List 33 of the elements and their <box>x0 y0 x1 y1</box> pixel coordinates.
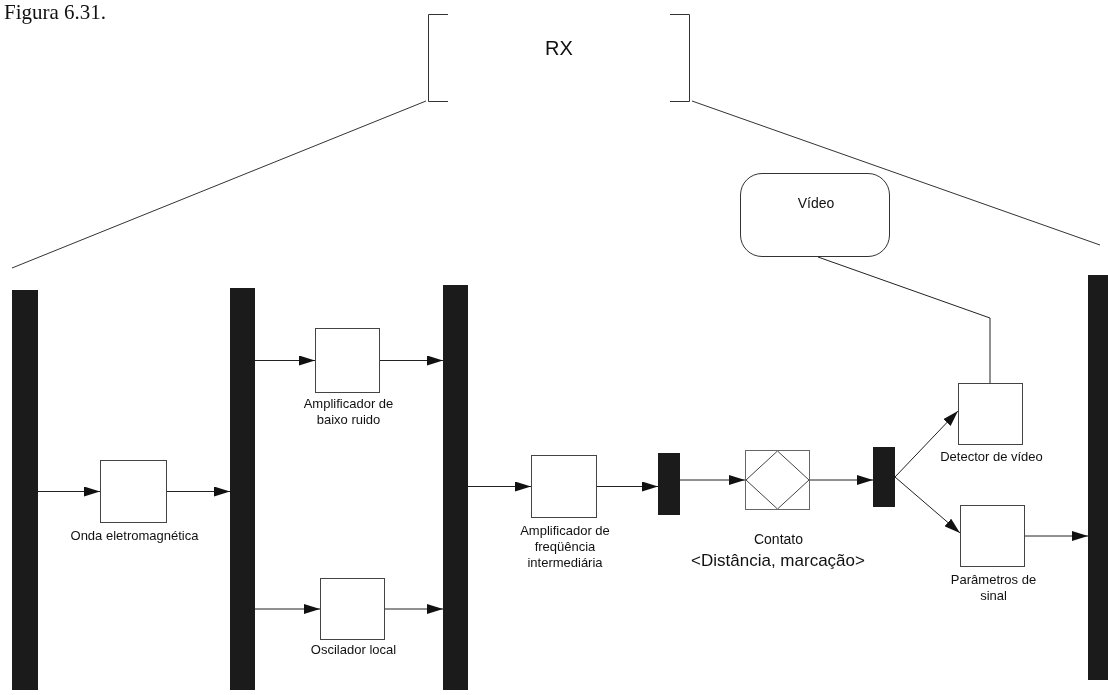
node-label: Oscilador local <box>309 642 398 658</box>
bus-bar <box>12 290 38 690</box>
arrow <box>1024 531 1089 541</box>
bracket-frame <box>428 14 690 102</box>
node-label: Onda eletromagnética <box>69 528 200 544</box>
connector-line <box>817 256 991 384</box>
arrow <box>467 481 532 492</box>
bus-bar <box>658 453 680 515</box>
node-label: Parâmetros de sinal <box>949 572 1038 604</box>
arrow <box>679 475 746 485</box>
arrow <box>379 355 444 366</box>
node-label: RX <box>544 36 574 60</box>
arrow <box>254 355 316 366</box>
node-label: <Distância, marcação> <box>690 551 866 571</box>
arrow <box>384 604 444 614</box>
figure-caption: Figura 6.31. <box>4 0 107 24</box>
bus-bar <box>1088 275 1108 680</box>
node-label: Vídeo <box>796 194 836 213</box>
arrow <box>894 410 959 478</box>
node-label: Detector de vídeo <box>939 449 1044 465</box>
arrow <box>894 476 961 534</box>
arrow <box>809 475 874 485</box>
arrow <box>596 481 659 492</box>
bus-bar <box>230 288 255 690</box>
arrow <box>254 604 321 614</box>
arrow <box>166 486 231 497</box>
node-label: Amplificador de freqüência intermediária <box>519 523 611 571</box>
node-label: Contato <box>752 531 804 548</box>
arrow <box>37 486 101 497</box>
bus-bar <box>443 285 468 690</box>
rounded-box <box>740 173 890 257</box>
bus-bar <box>873 447 895 507</box>
node-label: Amplificador de baixo ruido <box>302 396 395 428</box>
